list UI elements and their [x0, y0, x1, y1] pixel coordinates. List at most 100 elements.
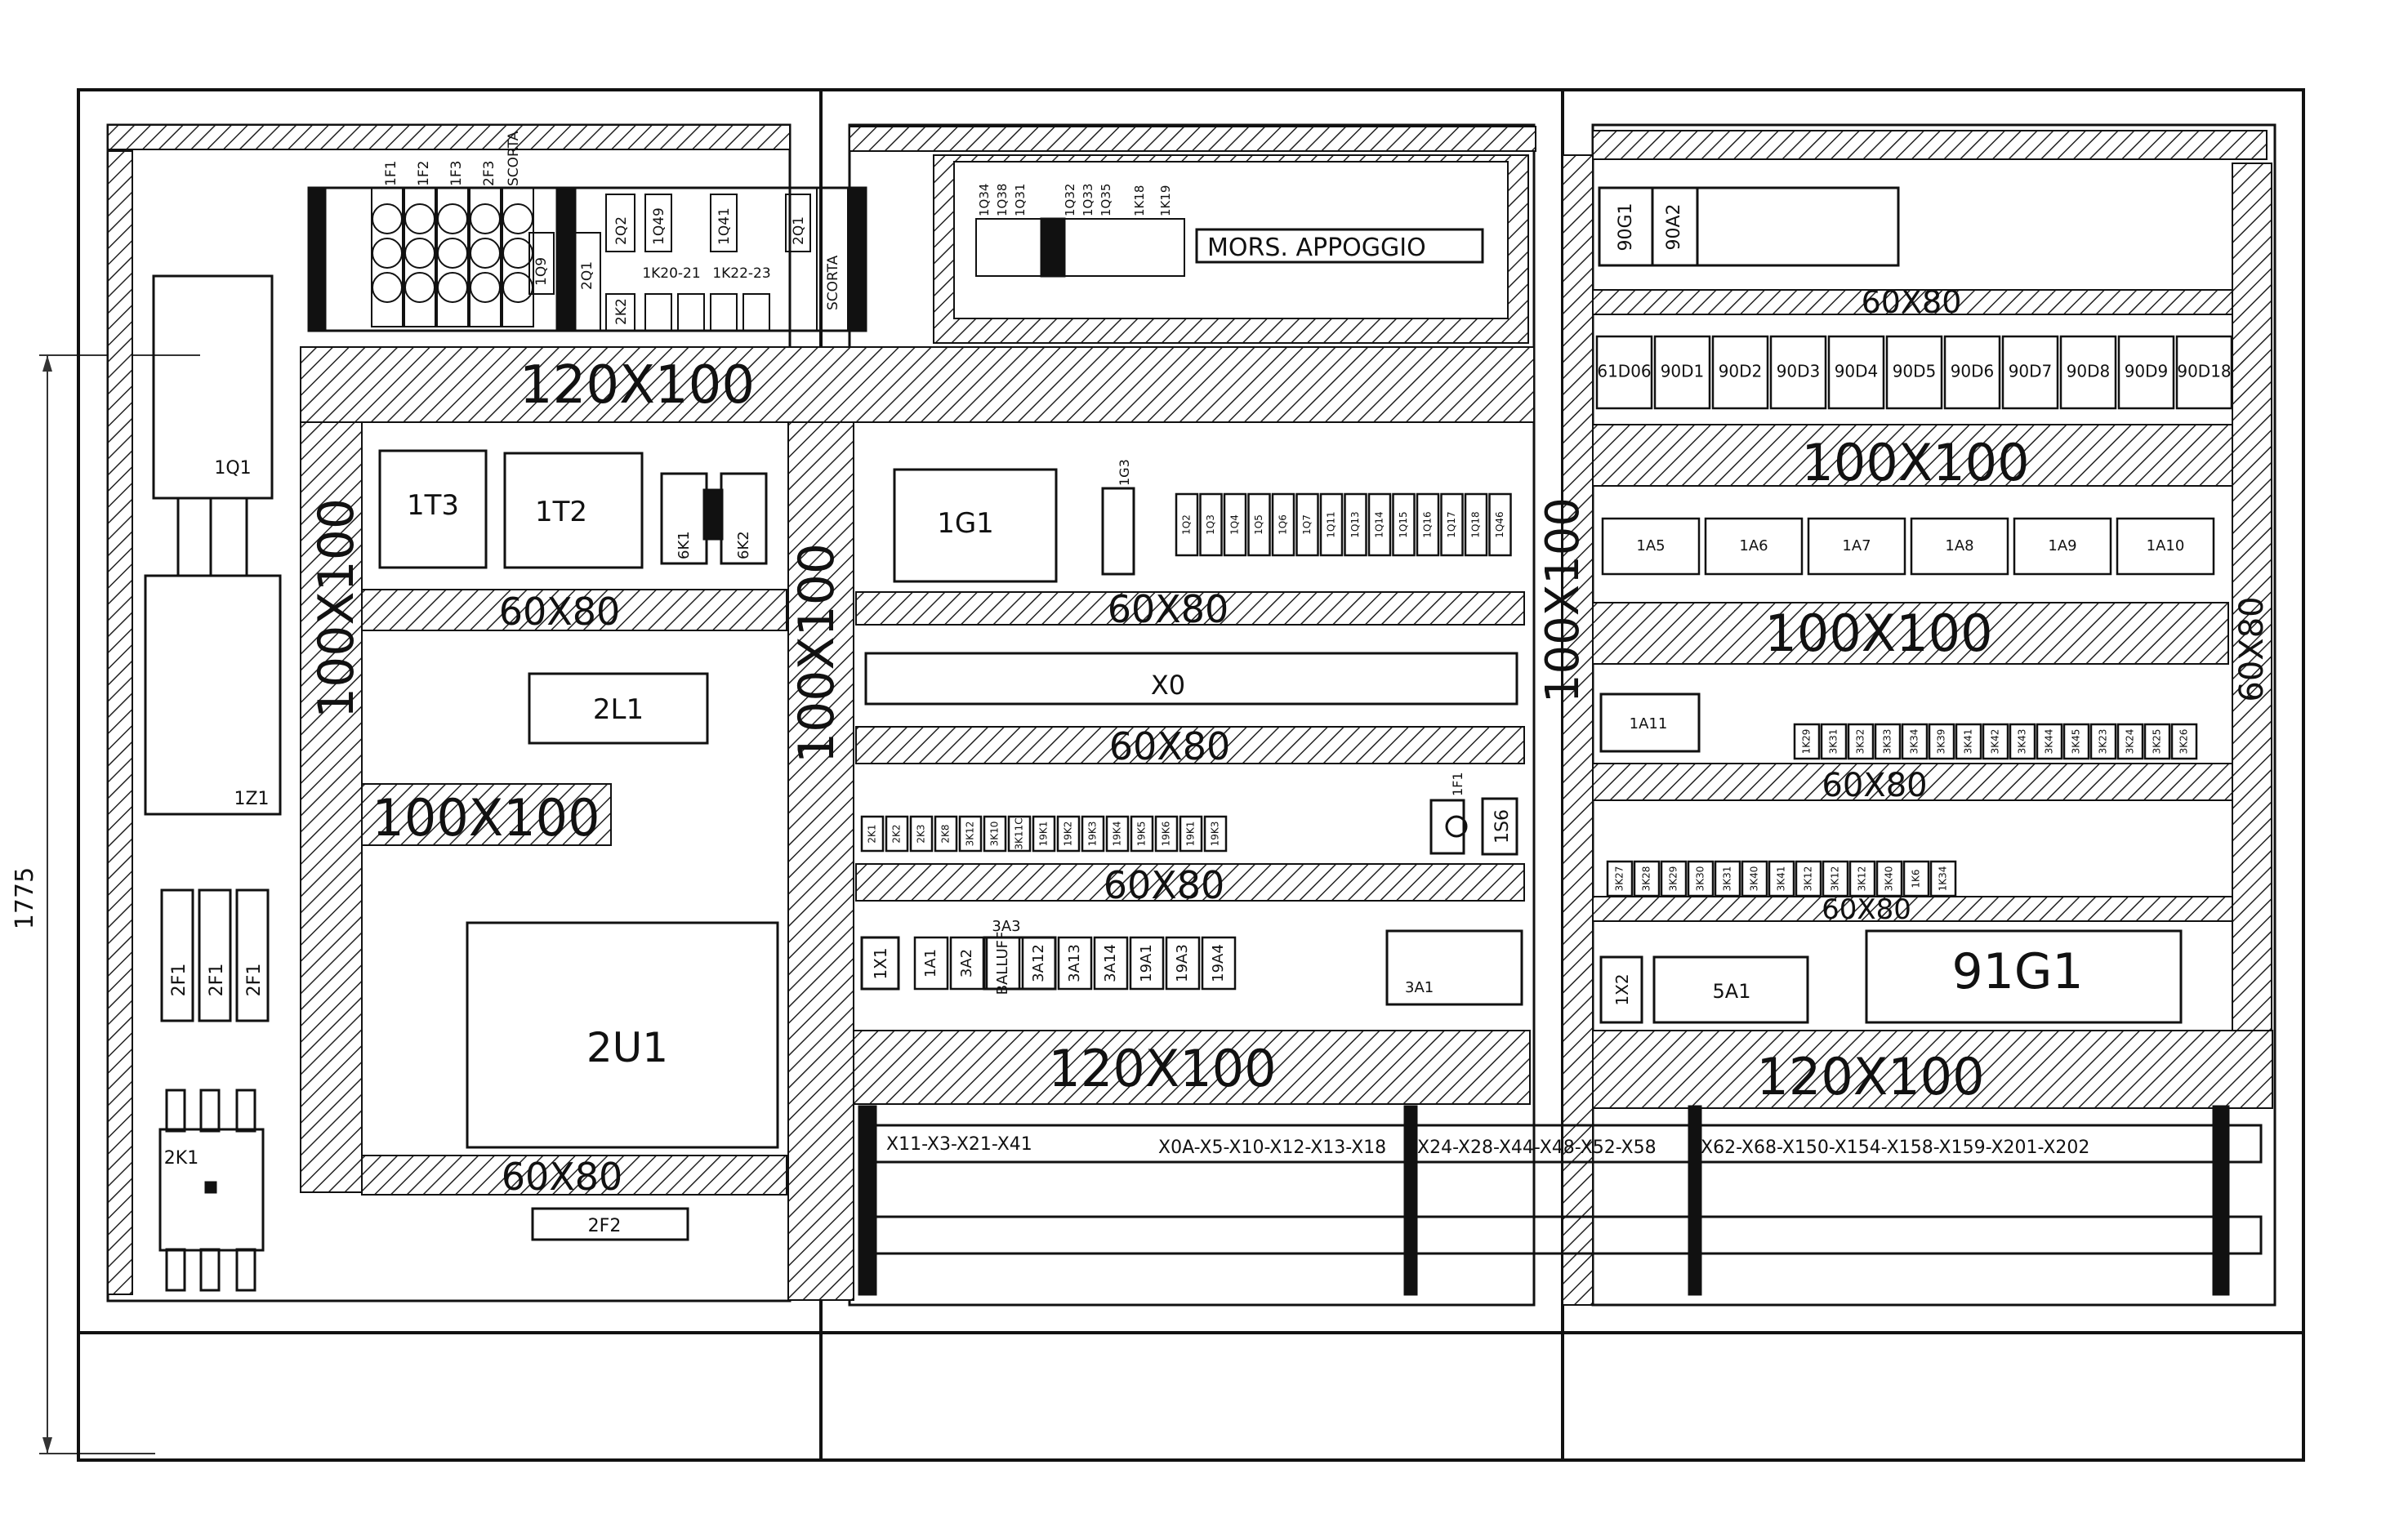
- terminal-group-2: X0A-X5-X10-X12-X13-X18: [1158, 1138, 1386, 1158]
- label-1z1: 1Z1: [234, 789, 269, 809]
- relay-module-10: [1105, 815, 1130, 853]
- label-2f2: 2F2: [588, 1216, 622, 1236]
- relay-c3a-module-4: [1901, 723, 1929, 760]
- duct-100x100-col3-b: 100X100: [1764, 603, 1992, 663]
- rail-1k20: 1K20-21: [642, 265, 700, 282]
- control-label-4: 90D4: [1835, 362, 1879, 381]
- label-1g1: 1G1: [937, 507, 994, 540]
- breaker-module-1: [1199, 492, 1223, 557]
- duct-60x80-col2-a: 60X80: [1108, 587, 1229, 631]
- relay-c3a-label-3: 3K33: [1882, 729, 1893, 755]
- relay-module-1: [885, 815, 909, 853]
- top-terminal-label-3: 1Q32: [1063, 184, 1077, 216]
- relay-label-11: 19K5: [1136, 822, 1148, 847]
- relay-c3b-module-2: [1660, 860, 1688, 897]
- breaker-label-4: 1Q6: [1278, 514, 1289, 535]
- breaker-label-12: 1Q18: [1470, 511, 1482, 537]
- device-label-7: 19A3: [1174, 944, 1191, 982]
- label-1t3: 1T3: [407, 489, 459, 522]
- duct-60x80-col3-b: 60X80: [1822, 893, 1911, 926]
- relay-c3b-label-10: 3K40: [1884, 866, 1895, 892]
- label-6k1: 6K1: [676, 531, 693, 559]
- duct-60x80-bottom: 60X80: [502, 1155, 623, 1199]
- relay-c3b-label-3: 3K30: [1695, 866, 1706, 892]
- axis-module-5: [2116, 517, 2215, 576]
- relay-c3b-module-3: [1687, 860, 1715, 897]
- control-module-8: [2059, 335, 2117, 410]
- breaker-label-8: 1Q14: [1374, 511, 1385, 537]
- relay-c3a-module-12: [2116, 723, 2144, 760]
- label-mors: MORS. APPOGGIO: [1207, 234, 1426, 262]
- axis-module-3: [1910, 517, 2009, 576]
- control-label-5: 90D5: [1893, 362, 1937, 381]
- column-1-ducts: [300, 346, 1535, 1301]
- relay-c3a-label-11: 3K23: [2098, 729, 2109, 755]
- relay-label-14: 19K3: [1210, 822, 1221, 847]
- top-rail-fuses: [307, 186, 867, 332]
- rail-1q49: 1Q49: [651, 207, 667, 245]
- label-3a3: 3A3: [992, 918, 1020, 935]
- relay-c3a-label-2: 3K32: [1855, 729, 1866, 755]
- rail-2q2: 2Q2: [613, 216, 630, 245]
- relay-c3b-label-5: 3K40: [1749, 866, 1760, 892]
- rail-1q9: 1Q9: [533, 257, 550, 286]
- label-2f1-b: 2F1: [207, 964, 227, 997]
- top-terminal-label-0: 1Q34: [977, 184, 992, 216]
- relay-c3b-label-7: 3K12: [1803, 866, 1814, 892]
- relay-c3a-module-7: [1982, 723, 2009, 760]
- breaker-module-8: [1367, 492, 1392, 557]
- relay-label-6: 3K11C: [1014, 817, 1025, 849]
- breaker-module-4: [1271, 492, 1295, 557]
- relay-c3b-module-4: [1714, 860, 1741, 897]
- rail-2q1b: 2Q1: [791, 216, 807, 245]
- top-cable-ducts: [107, 124, 2268, 1295]
- device-label-0: 1A1: [922, 949, 939, 977]
- duct-60x80-col2-c: 60X80: [1104, 863, 1225, 907]
- device-label-4: 3A13: [1066, 944, 1083, 982]
- device-module-7: [1165, 936, 1201, 991]
- axis-module-1: [1704, 517, 1804, 576]
- relay-c3a-label-8: 3K43: [2017, 729, 2028, 755]
- device-label-8: 19A4: [1210, 944, 1227, 982]
- duct-60x80-col2-b: 60X80: [1109, 724, 1231, 768]
- duct-60x80-col1: 60X80: [499, 590, 621, 634]
- relay-c3a-label-1: 3K31: [1828, 729, 1839, 755]
- breaker-label-10: 1Q16: [1422, 511, 1434, 537]
- label-x0: X0: [1151, 670, 1185, 701]
- control-module-0: [1595, 335, 1653, 410]
- device-module-1: [949, 936, 985, 991]
- relay-module-12: [1154, 815, 1179, 853]
- rail-2f3: 2F3: [481, 161, 497, 186]
- filter-1z1: [144, 574, 282, 816]
- top-rail-labels: 1F1 1F2 1F3 2F3 SCORTA 1Q9 2Q1 2Q2 1Q49 …: [383, 131, 841, 325]
- relay-c3a-label-12: 3K24: [2125, 729, 2136, 755]
- relay-c3b-label-2: 3K29: [1668, 866, 1679, 892]
- relay-c3a-label-5: 3K39: [1936, 729, 1947, 755]
- label-90g1: 90G1: [1616, 203, 1636, 251]
- axis-label-5: 1A10: [2147, 537, 2185, 554]
- device-label-1: 3A2: [958, 949, 975, 977]
- relay-c3a-label-14: 3K26: [2178, 729, 2190, 755]
- relay-c3b-module-0: [1606, 860, 1634, 897]
- relay-c3a-module-6: [1955, 723, 1982, 760]
- device-module-5: [1093, 936, 1129, 991]
- relay-module-0: [860, 815, 885, 853]
- rail-1f1: 1F1: [383, 161, 399, 186]
- control-module-7: [2001, 335, 2059, 410]
- breaker-label-6: 1Q11: [1326, 511, 1337, 537]
- label-2l1: 2L1: [593, 693, 644, 726]
- breaker-module-10: [1416, 492, 1440, 557]
- breaker-module-12: [1464, 492, 1488, 557]
- relay-c3b-module-11: [1902, 860, 1930, 897]
- control-module-3: [1769, 335, 1827, 410]
- relay-label-12: 19K6: [1161, 822, 1172, 847]
- control-label-7: 90D7: [2009, 362, 2053, 381]
- control-label-2: 90D2: [1719, 362, 1763, 381]
- relay-label-7: 19K1: [1038, 822, 1050, 847]
- relay-c3a-label-0: 1K29: [1801, 729, 1813, 755]
